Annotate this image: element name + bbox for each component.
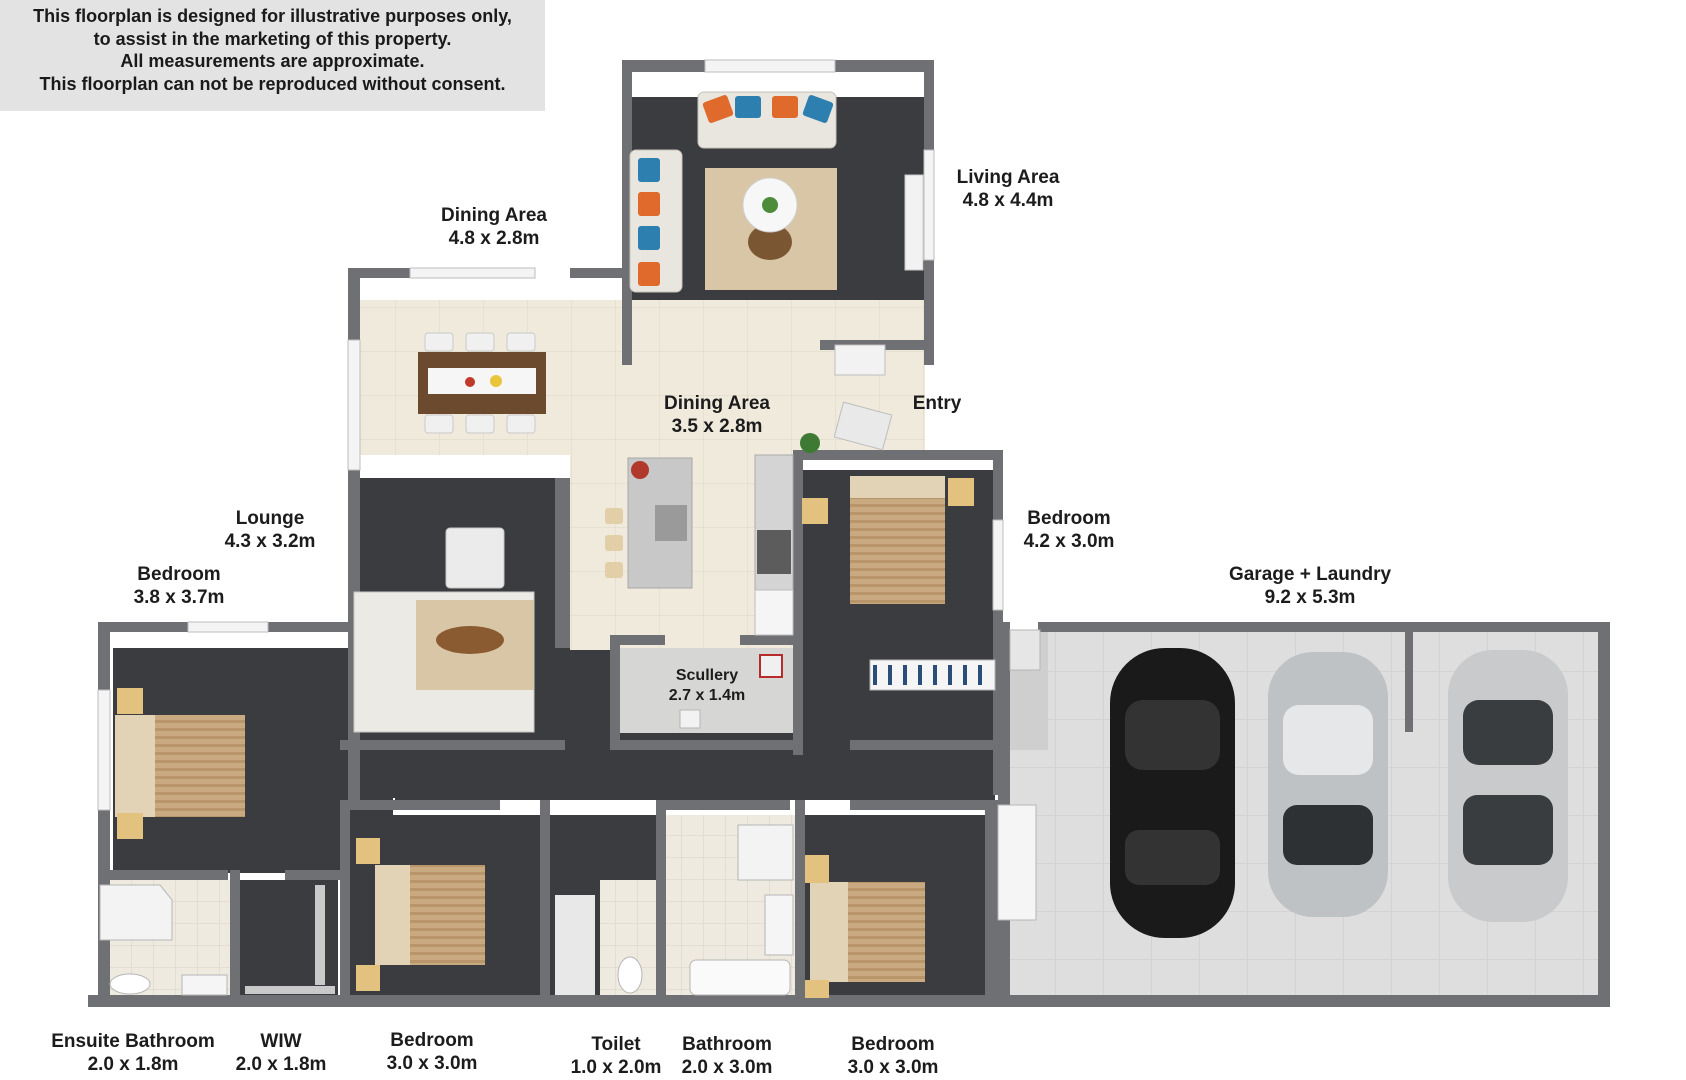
room-name: Toilet [591,1034,641,1055]
windows [97,59,1004,811]
room-dimensions: 9.2 x 5.3m [1264,587,1356,608]
label-lounge: Lounge 4.3 x 3.2m [225,507,316,553]
label-ensuite-bathroom: Ensuite Bathroom 2.0 x 1.8m [51,1030,215,1076]
dining-table [418,332,546,434]
label-bedroom-4: Bedroom 3.0 x 3.0m [848,1033,939,1079]
room-name: Entry [912,393,962,414]
room-name: Dining Area [441,205,547,226]
room-dimensions: 4.3 x 3.2m [224,531,316,552]
room-dimensions: 3.0 x 3.0m [847,1057,939,1078]
label-entry: Entry [913,392,962,415]
room-name: Bedroom [390,1030,474,1051]
kitchen [605,344,893,636]
room-dimensions: 2.7 x 1.4m [668,687,746,704]
disclaimer-line: to assist in the marketing of this prope… [93,28,452,49]
disclaimer-line: All measurements are approximate. [120,51,425,71]
east-bedroom-furniture [802,476,996,691]
label-east-bedroom: Bedroom 4.2 x 3.0m [1024,507,1115,553]
bathroom-fixtures [689,824,794,996]
scullery-furniture [679,654,783,729]
room-name: Living Area [956,167,1060,188]
lounge-furniture [353,527,535,733]
car-silver [1268,652,1388,917]
label-scullery: Scullery 2.7 x 1.4m [669,666,746,706]
master-bedroom-furniture [115,688,245,839]
label-garage-laundry: Garage + Laundry 9.2 x 5.3m [1229,563,1391,609]
disclaimer-line: This floorplan can not be reproduced wit… [39,73,506,94]
room-name: Bedroom [851,1034,935,1055]
room-dimensions: 3.8 x 3.7m [133,587,225,608]
room-dimensions: 3.0 x 3.0m [386,1053,478,1074]
room-name: Dining Area [664,393,770,414]
bedroom-4-furniture [805,804,1037,998]
label-master-bedroom: Bedroom 3.8 x 3.7m [134,563,225,609]
room-dimensions: 1.0 x 2.0m [570,1057,662,1078]
room-dimensions: 4.2 x 3.0m [1023,531,1115,552]
living-area-furniture [629,91,924,293]
label-wiw: WIW 2.0 x 1.8m [236,1030,327,1076]
room-name: Ensuite Bathroom [51,1031,215,1052]
wiw-rails [245,885,335,994]
toilet-fixtures [555,895,643,995]
room-dimensions: 2.0 x 3.0m [681,1057,773,1078]
label-toilet: Toilet 1.0 x 2.0m [571,1033,662,1079]
room-name: Scullery [675,667,739,684]
garage-cars [1009,629,1568,938]
label-dining-area-top: Dining Area 4.8 x 2.8m [441,204,547,250]
room-name: Bathroom [682,1034,772,1055]
room-name: Bedroom [137,564,221,585]
room-name: Bedroom [1027,508,1111,529]
car-black [1110,648,1235,938]
label-living-area: Living Area 4.8 x 4.4m [957,166,1060,212]
room-dimensions: 3.5 x 2.8m [671,416,763,437]
label-bathroom: Bathroom 2.0 x 3.0m [682,1033,773,1079]
label-dining-area-mid: Dining Area 3.5 x 2.8m [664,392,770,438]
disclaimer-line: This floorplan is designed for illustrat… [33,6,512,26]
disclaimer-box: This floorplan is designed for illustrat… [0,0,545,111]
bedroom-3-furniture [356,838,485,991]
room-name: Lounge [235,508,305,529]
room-dimensions: 4.8 x 2.8m [448,228,540,249]
room-dimensions: 4.8 x 4.4m [962,190,1054,211]
ensuite-fixtures [99,884,228,996]
room-dimensions: 2.0 x 1.8m [235,1054,327,1075]
car-white [1448,650,1568,922]
room-name: Garage + Laundry [1228,564,1392,585]
room-name: WIW [260,1031,302,1052]
room-dimensions: 2.0 x 1.8m [87,1054,179,1075]
label-bedroom-3: Bedroom 3.0 x 3.0m [387,1029,478,1075]
